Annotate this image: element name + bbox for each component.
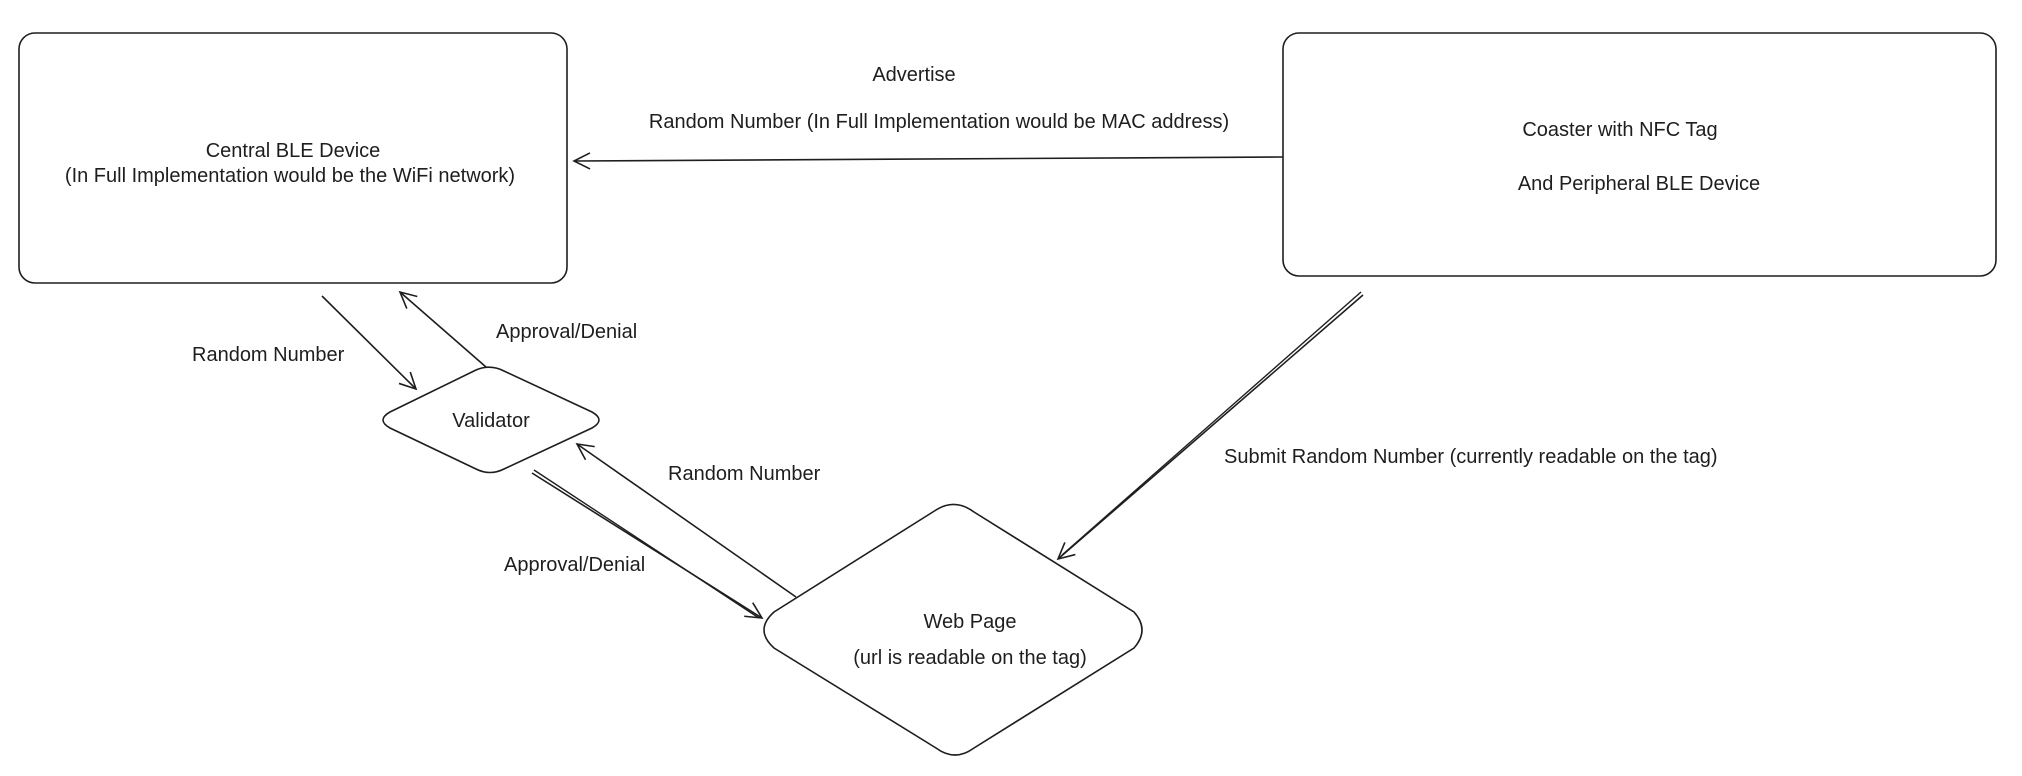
central-ble-device-title: Central BLE Device — [205, 140, 381, 162]
coaster-to-webpage-label: Submit Random Number (currently readable… — [1224, 446, 1718, 468]
validator-to-webpage-label: Approval/Denial — [504, 554, 646, 576]
webpage-diamond[interactable] — [763, 503, 1143, 756]
validator-to-central-arrow — [398, 290, 487, 368]
coaster-to-webpage-line-2 — [1061, 291, 1362, 556]
advertise-detail-label: Random Number (In Full Implementation wo… — [648, 111, 1230, 133]
coaster-title: Coaster with NFC Tag — [1522, 119, 1718, 141]
validator-to-webpage-arrow — [531, 472, 764, 619]
webpage-title: Web Page — [923, 611, 1017, 633]
advertise-label: Advertise — [872, 64, 956, 86]
central-to-validator-arrow — [321, 295, 418, 391]
validator-label: Validator — [452, 410, 530, 432]
coaster-box[interactable] — [1282, 32, 1997, 277]
coaster-to-webpage-arrow — [1056, 294, 1364, 561]
webpage-subtitle: (url is readable on the tag) — [853, 647, 1087, 669]
central-ble-device-subtitle: (In Full Implementation would be the WiF… — [64, 165, 516, 187]
webpage-to-validator-arrow — [575, 442, 797, 598]
central-to-validator-label: Random Number — [192, 344, 345, 366]
validator-diamond[interactable] — [382, 366, 600, 474]
validator-to-central-label: Approval/Denial — [496, 321, 638, 343]
coaster-subtitle: And Peripheral BLE Device — [1517, 173, 1761, 195]
webpage-to-validator-label: Random Number — [668, 463, 821, 485]
central-ble-device-box[interactable] — [18, 32, 568, 284]
advertise-arrow — [572, 152, 1284, 170]
